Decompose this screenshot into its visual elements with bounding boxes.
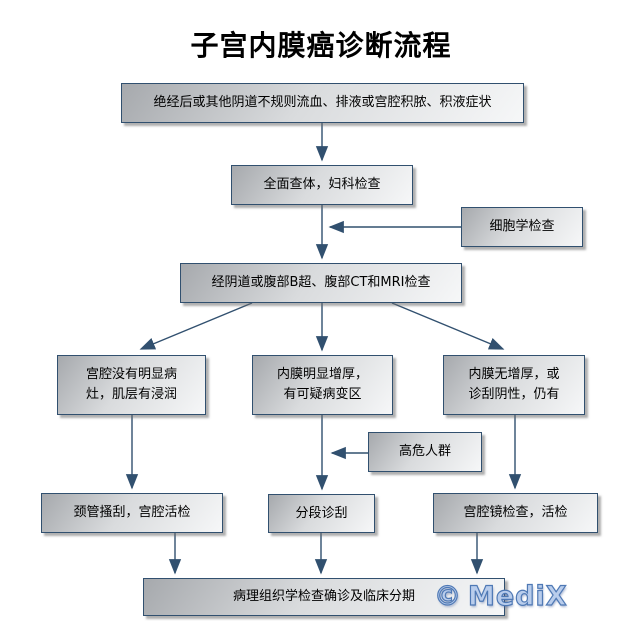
node-cervical-curettage: 颈管搔刮，宫腔活检 bbox=[41, 493, 223, 533]
copyright-icon: © bbox=[433, 580, 462, 612]
node-cervical-curettage-label: 颈管搔刮，宫腔活检 bbox=[73, 505, 191, 520]
node-cytology: 细胞学检查 bbox=[461, 207, 583, 247]
node-symptoms-label: 绝经后或其他阴道不规则流血、排液或宫腔积脓、积液症状 bbox=[153, 95, 492, 110]
node-pathology-label: 病理组织学检查确诊及临床分期 bbox=[232, 589, 415, 604]
node-high-risk-label: 高危人群 bbox=[398, 444, 451, 459]
connector-imaging-right bbox=[391, 302, 505, 350]
node-hysteroscopy: 宫腔镜检查，活检 bbox=[433, 493, 598, 533]
brand-name: MediX bbox=[467, 580, 568, 612]
node-symptoms: 绝经后或其他阴道不规则流血、排液或宫腔积脓、积液症状 bbox=[121, 83, 524, 123]
node-fractional-curettage: 分段诊刮 bbox=[268, 494, 375, 533]
node-high-risk: 高危人群 bbox=[368, 432, 482, 472]
node-imaging: 经阴道或腹部B超、腹部CT和MRI检查 bbox=[180, 263, 462, 303]
connector-imaging-left bbox=[139, 302, 253, 350]
node-imaging-label: 经阴道或腹部B超、腹部CT和MRI检查 bbox=[211, 275, 431, 290]
node-no-obvious-lesion: 宫腔没有明显病 灶，肌层有浸润 bbox=[57, 355, 206, 415]
node-thickened-endometrium-label: 内膜明显增厚， 有可疑病变区 bbox=[276, 367, 368, 402]
node-fractional-curettage-label: 分段诊刮 bbox=[295, 505, 348, 521]
node-no-thickening-label: 内膜无增厚，或 诊刮阴性，仍有 bbox=[468, 367, 560, 402]
page-title: 子宫内膜癌诊断流程 bbox=[190, 29, 452, 62]
node-pathology: 病理组织学检查确诊及临床分期 bbox=[143, 578, 505, 616]
node-cytology-label: 细胞学检查 bbox=[489, 219, 555, 234]
node-no-obvious-lesion-label: 宫腔没有明显病 灶，肌层有浸润 bbox=[85, 367, 177, 402]
node-general-exam-label: 全面查体，妇科检查 bbox=[263, 177, 381, 192]
node-hysteroscopy-label: 宫腔镜检查，活检 bbox=[463, 505, 568, 520]
node-thickened-endometrium: 内膜明显增厚， 有可疑病变区 bbox=[252, 355, 393, 415]
medix-watermark: ©MediX bbox=[433, 580, 568, 612]
node-general-exam: 全面查体，妇科检查 bbox=[231, 165, 413, 205]
node-no-thickening: 内膜无增厚，或 诊刮阴性，仍有 bbox=[443, 355, 585, 415]
